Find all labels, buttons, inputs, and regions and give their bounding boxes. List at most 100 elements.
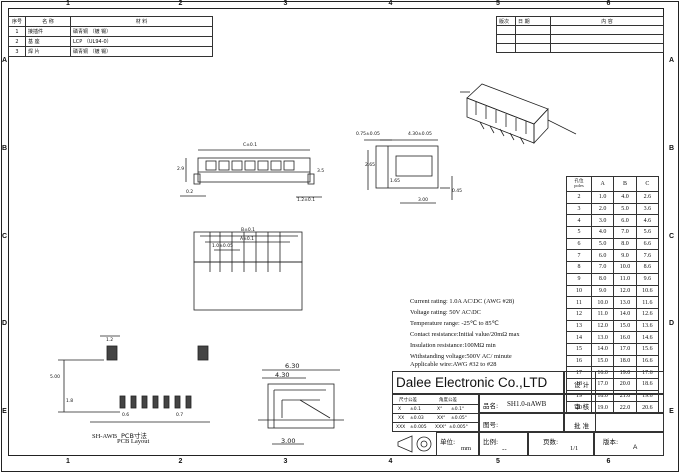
scale-label: 比例:: [483, 438, 499, 446]
tol-xx-val: ±0.03: [410, 416, 424, 421]
revision-row: [496, 25, 664, 35]
dim-b: 6.0: [613, 214, 637, 228]
zone-label: 2: [178, 458, 183, 465]
dim-side-h1: 2.65: [365, 163, 376, 168]
dim-bottom-b: B±0.1: [241, 228, 256, 233]
dim-c: 7.6: [635, 249, 660, 263]
bom-row: 3 焊 片 磷青铜 （镀 锡）: [8, 46, 213, 57]
tol-xx: XX: [398, 416, 405, 421]
dim-c: 4.6: [635, 214, 660, 228]
dim-pcb-pad: 1.2: [106, 338, 114, 343]
header-c: C: [635, 176, 660, 192]
dim-b: 4.0: [613, 191, 637, 204]
tol-xxa-val: ±0.05°: [451, 416, 468, 421]
dim-b: 16.0: [613, 331, 637, 344]
dim-b: 11.0: [613, 272, 637, 286]
dim-c: 14.6: [635, 331, 660, 344]
page-cell: 页数: 1/1: [528, 432, 594, 456]
pole-count: 7: [566, 249, 592, 263]
pole-count: 10: [566, 284, 592, 298]
dim-side-h3: 0.45: [452, 189, 463, 194]
dim-side-h2: 1.65: [390, 179, 401, 184]
dim-a: 14.0: [590, 342, 615, 356]
zone-label: 6: [606, 0, 611, 7]
revision-header-version: 版次: [496, 16, 516, 26]
dim-a: 12.0: [590, 319, 615, 333]
dim-b: 10.0: [613, 261, 637, 274]
pole-count: 12: [566, 307, 592, 321]
dim-b: 9.0: [613, 249, 637, 263]
pole-count: 6: [566, 237, 592, 251]
scale-cell: 比例: --: [479, 432, 528, 456]
unit-label: 单位:: [440, 438, 456, 446]
tol-xxx-val: ±0.005: [410, 425, 427, 430]
spec-voltage: Voltage rating: 50V AC\DC: [410, 309, 481, 316]
dim-side-top-a: 0.75±0.05: [356, 132, 380, 137]
part-name-cell: 品名: SH1.0-nAWB: [479, 394, 564, 413]
spec-temperature: Temperature range: -25℃ to 85℃: [410, 320, 499, 327]
zone-label: 3: [283, 0, 288, 7]
version-value: A: [633, 444, 638, 451]
dim-side-bottom: 3.00: [418, 198, 429, 203]
zone-label: 4: [388, 0, 393, 7]
bom-no: 2: [8, 36, 26, 47]
version-cell: 版本: A: [594, 432, 664, 456]
dim-b: 17.0: [613, 342, 637, 356]
unit-cell: 单位: mm: [436, 432, 479, 456]
dim-a: 4.0: [590, 226, 615, 239]
dim-b: 13.0: [613, 296, 637, 309]
zone-label: D: [668, 320, 675, 327]
header-poles-cn: 孔位: [574, 178, 584, 184]
zone-label: C: [1, 233, 8, 240]
zone-label: 2: [178, 0, 183, 7]
dim-c: 2.6: [635, 191, 660, 204]
tol-x-val: ±0.1: [410, 407, 421, 412]
pole-count: 9: [566, 272, 592, 286]
drawing-no-cell: 图号:: [479, 413, 564, 432]
page-value: 1/1: [570, 445, 579, 452]
zone-label: B: [668, 145, 675, 152]
pole-count: 2: [566, 191, 592, 204]
dim-table-header: 孔位 poles A B C: [566, 176, 660, 192]
review-label: 审 核: [574, 403, 590, 411]
spec-contact-resistance: Contact resistance:Initial value/20mΩ ma…: [410, 331, 520, 338]
bom-header-row: 序号 名 称 材 料: [8, 16, 213, 27]
page-label: 页数:: [543, 438, 559, 446]
spec-notes: Current rating: 1.0A AC\DC (AWG #28) Vol…: [410, 296, 520, 370]
scale-value: --: [502, 445, 507, 453]
zone-label: E: [2, 408, 7, 415]
dim-bottom-pitch: 1.0±0.05: [212, 244, 233, 249]
zone-label: 3: [283, 458, 288, 465]
approve-label: 批 准: [574, 422, 590, 430]
dim-c: 3.6: [635, 202, 660, 216]
dim-pcb-h: 5.00: [50, 375, 61, 380]
bom-row: 1 接插件 磷青铜 （镀 锡）: [8, 26, 213, 37]
pcb-label-model: SH-AWB: [92, 433, 118, 440]
bom-material: 磷青铜 （镀 锡）: [70, 26, 213, 37]
pcb-label-cn: PCB寸法: [121, 432, 147, 440]
header-b: B: [613, 176, 637, 192]
dim-front-left: 0.2: [186, 190, 194, 195]
zone-label: E: [669, 408, 674, 415]
dim-b: 18.0: [613, 354, 637, 368]
pole-count: 14: [566, 331, 592, 344]
dim-bottom-a: A±0.1: [240, 237, 255, 242]
header-a: A: [590, 176, 615, 192]
pole-count: 8: [566, 261, 592, 274]
revision-table: 版次 日 期 内 容: [496, 16, 664, 53]
dim-c: 8.6: [635, 261, 660, 274]
spec-current: Current rating: 1.0A AC\DC (AWG #28): [410, 298, 515, 305]
dim-a: 6.0: [590, 249, 615, 263]
pole-count: 16: [566, 354, 592, 368]
dim-b: 8.0: [613, 237, 637, 251]
